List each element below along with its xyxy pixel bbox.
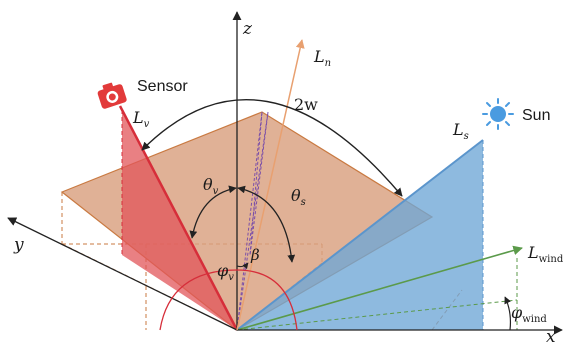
z-axis-label: z	[242, 19, 253, 39]
sun-ray-Ls	[236, 139, 484, 331]
two-w-label: 2w	[294, 95, 318, 114]
phi-v-label: φv	[217, 261, 234, 283]
y-axis-label: y	[13, 235, 24, 255]
sensor-label: Sensor	[137, 78, 188, 95]
Lwind-label: Lwind	[527, 243, 564, 265]
Ln-label: Ln	[313, 47, 331, 69]
theta-v-label: θv	[203, 175, 219, 197]
beta-label: β	[250, 246, 260, 264]
theta-s-label: θs	[291, 186, 306, 208]
two-w-arc	[141, 98, 403, 197]
wind-vector	[236, 245, 523, 331]
Lv-label: Lv	[132, 108, 150, 130]
Ls-label: Ls	[452, 120, 469, 142]
camera-icon	[97, 82, 127, 109]
theta-s-arc	[237, 185, 296, 263]
sun-label: Sun	[522, 107, 550, 124]
theta-v-arc	[189, 185, 237, 239]
wind-ground-dashed	[236, 299, 518, 331]
phi-v-arc	[159, 269, 298, 331]
x-axis-label: x	[546, 327, 556, 346]
beta-arc	[236, 262, 249, 270]
phi-wind-label: φwind	[511, 303, 547, 325]
sun-icon	[482, 98, 514, 130]
y-axis	[7, 217, 238, 331]
phi-wind-arc	[504, 296, 512, 331]
sensor-ray-Lv	[118, 105, 239, 331]
